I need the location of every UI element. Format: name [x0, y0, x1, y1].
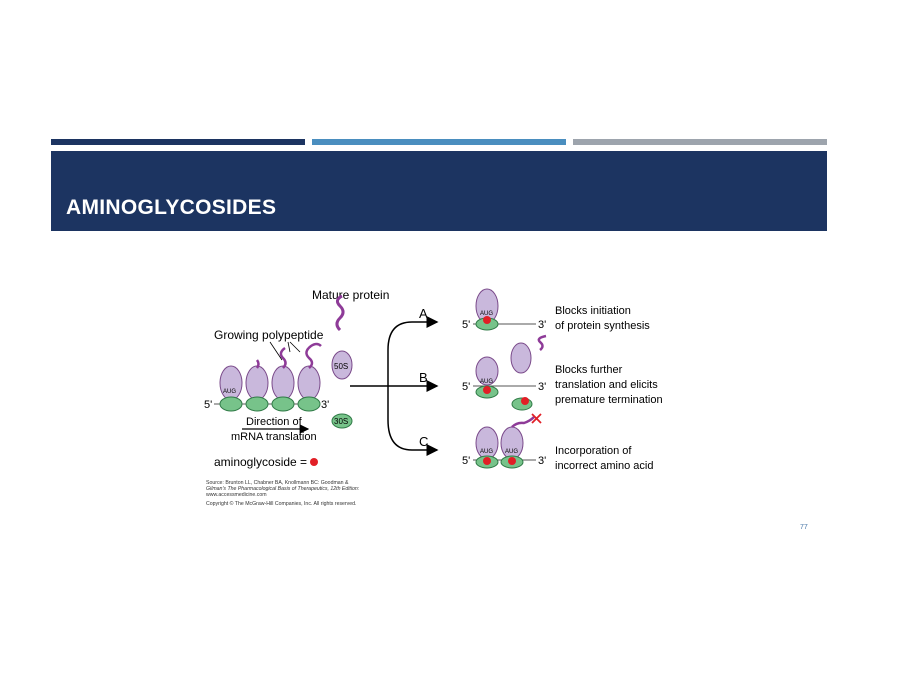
small-subunit-label: 30S: [334, 417, 348, 426]
polysome: AUG: [214, 342, 322, 412]
pathway-b-five-prime: 5': [462, 381, 470, 393]
mature-protein-label: Mature protein: [312, 288, 389, 302]
small-subunit: [219, 396, 243, 412]
aminoglycoside-dot: [483, 386, 491, 394]
pathway-a-five-prime: 5': [462, 319, 470, 331]
accent-bar-navy: [51, 139, 305, 145]
large-subunit-label: 50S: [334, 362, 348, 371]
source-line4: Copyright © The McGraw-Hill Companies, I…: [206, 500, 356, 507]
pathway-b-desc-line1: Blocks further: [555, 364, 623, 376]
large-subunit: [475, 356, 499, 386]
pathway-b-three-prime: 3': [538, 381, 546, 393]
free-small-subunit: [331, 413, 353, 429]
pathway-c-three-prime: 3': [538, 455, 546, 467]
aminoglycoside-dot: [483, 316, 491, 324]
growing-chain: [255, 359, 260, 369]
legend-aminoglycoside-dot: [310, 458, 318, 466]
mature-protein-chain: [335, 294, 345, 332]
released-large-subunit: [510, 342, 532, 374]
pathway-c-letter: C: [419, 434, 428, 449]
large-subunit: [271, 365, 295, 401]
pathway-c-ribosomes: AUG AUG: [473, 413, 542, 469]
pathway-b-desc-line2: translation and elicits: [555, 379, 658, 391]
start-codon-label: AUG: [223, 389, 236, 395]
pathway-c-desc-line1: Incorporation of: [555, 445, 632, 457]
direction-label-line1: Direction of: [246, 416, 303, 428]
source-line3: www.accessmedicine.com: [206, 492, 267, 498]
source-credit: Source: Brunton LL, Chabner BA, Knollman…: [206, 480, 360, 507]
start-codon-label: AUG: [480, 449, 493, 455]
aminoglycoside-dot: [521, 397, 529, 405]
pathway-b-letter: B: [419, 370, 428, 385]
legend-label: aminoglycoside =: [214, 455, 307, 469]
pathway-a-three-prime: 3': [538, 319, 546, 331]
pathway-a-desc-line2: of protein synthesis: [555, 320, 650, 332]
growing-polypeptide-label: Growing polypeptide: [214, 328, 324, 342]
incorrect-amino-acid-x-mark: [531, 413, 542, 424]
pathway-a-letter: A: [419, 306, 428, 321]
small-subunit: [271, 396, 295, 412]
title-band: AMINOGLYCOSIDES: [51, 151, 827, 231]
growing-chain: [279, 346, 287, 369]
accent-bar-gray: [573, 139, 827, 145]
aminoglycoside-dot: [483, 457, 491, 465]
start-codon-label: AUG: [480, 379, 493, 385]
pathway-b-ribosome: AUG: [473, 334, 547, 411]
pathway-c-desc-line2: incorrect amino acid: [555, 460, 653, 472]
slide-number: 77: [800, 524, 808, 531]
five-prime-label: 5': [204, 399, 212, 411]
growing-chain: [305, 342, 322, 369]
three-prime-label: 3': [321, 399, 329, 411]
large-subunit: [245, 365, 269, 401]
aminoglycoside-mechanism-diagram: Mature protein Growing polypeptide AUG 5…: [204, 288, 663, 507]
slide-title: AMINOGLYCOSIDES: [66, 196, 277, 219]
source-line1: Source: Brunton LL, Chabner BA, Knollman…: [206, 480, 349, 486]
small-subunit: [297, 396, 321, 412]
start-codon-label: AUG: [480, 311, 493, 317]
pathway-a-desc-line1: Blocks initiation: [555, 305, 631, 317]
pathway-a-ribosome: AUG: [473, 288, 536, 331]
released-polypeptide: [537, 334, 547, 351]
polypeptide-pointer-lines: [269, 341, 301, 361]
start-codon-label: AUG: [505, 449, 518, 455]
small-subunit: [245, 396, 269, 412]
direction-label-line2: mRNA translation: [231, 431, 317, 443]
free-large-subunit: [331, 350, 353, 380]
aberrant-polypeptide: [511, 416, 535, 428]
pathway-b-desc-line3: premature termination: [555, 394, 663, 406]
branch-arrows: [350, 316, 439, 456]
accent-bar-blue: [312, 139, 566, 145]
pathway-c-five-prime: 5': [462, 455, 470, 467]
source-line2: Gilman's The Pharmacological Basis of Th…: [206, 486, 360, 492]
aminoglycoside-dot: [508, 457, 516, 465]
large-subunit: [297, 365, 321, 401]
